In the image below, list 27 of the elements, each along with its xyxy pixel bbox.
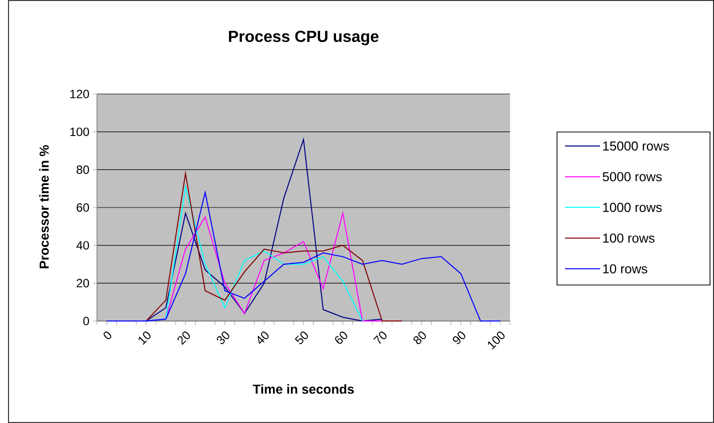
y-tick-label: 100 xyxy=(70,128,89,136)
x-tick-label: 60 xyxy=(335,332,348,344)
chart-title: Process CPU usage xyxy=(228,30,379,46)
x-tick-label: 70 xyxy=(373,332,387,344)
x-tick-label: 10 xyxy=(138,332,151,345)
x-tick-label: 30 xyxy=(216,332,230,344)
y-tick-label: 120 xyxy=(70,90,89,98)
x-tick-label: 90 xyxy=(452,332,466,344)
x-tick-label: 80 xyxy=(413,332,426,344)
x-tick-label: 20 xyxy=(178,332,190,345)
x-tick-label: 100 xyxy=(488,332,505,350)
y-tick-label: 0 xyxy=(83,316,90,326)
axis-title: Processor time in % xyxy=(39,145,49,268)
legend-label: 1000 rows xyxy=(603,202,662,212)
legend-label: 5000 rows xyxy=(602,172,662,182)
x-tick-label: 50 xyxy=(294,332,308,344)
legend-label: 10 rows xyxy=(603,264,648,274)
y-tick-label: 20 xyxy=(76,278,90,288)
x-tick-label: 0 xyxy=(104,332,112,340)
y-tick-label: 80 xyxy=(76,165,90,174)
line-chart: 0 10 20 30 40 50 60 70 80 90 100 0 20 40 60 80 100 120 xyxy=(70,90,510,350)
axis-title: Time in seconds xyxy=(252,384,354,394)
y-tick-label: 60 xyxy=(76,203,90,212)
legend-label: 15000 rows xyxy=(603,141,669,151)
y-tick-label: 40 xyxy=(76,241,90,250)
x-tick-label: 40 xyxy=(258,332,269,344)
legend-label: 100 rows xyxy=(603,234,654,243)
